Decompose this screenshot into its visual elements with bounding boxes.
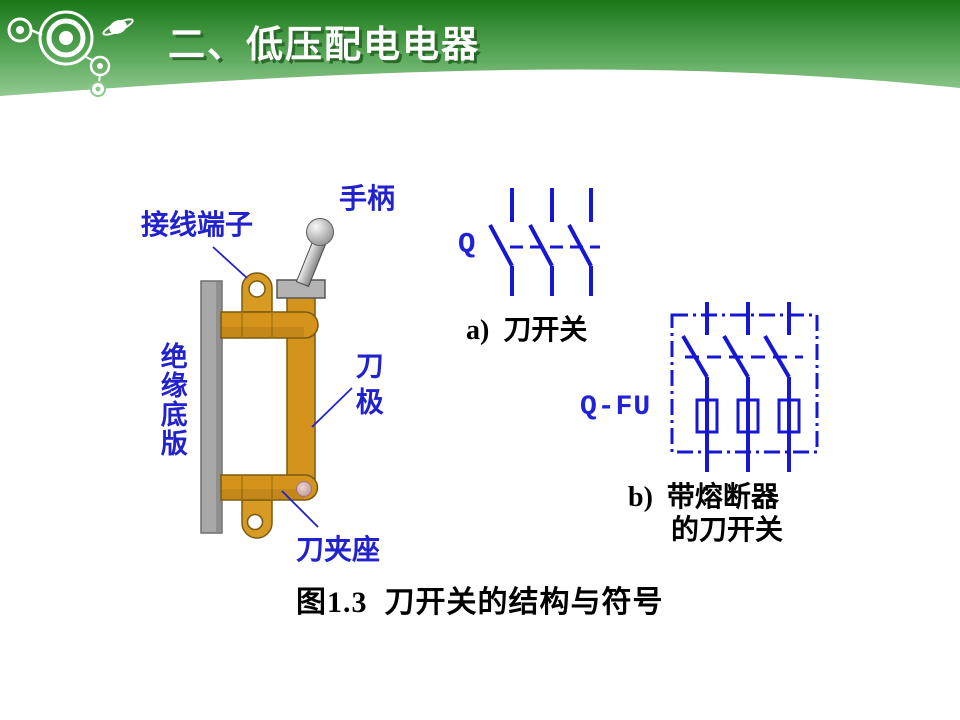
hinge-seams: [241, 312, 273, 500]
label-knife-pole: 刀极: [352, 351, 384, 423]
decorative-circles: [7, 10, 111, 97]
figure-caption: 图1.3 刀开关的结构与符号: [296, 586, 664, 619]
terminal-hole-top: [248, 280, 266, 298]
slide-title: 二、低压配电电器: [168, 24, 480, 65]
bar-shading-bottom: [222, 489, 304, 499]
insulating-base-bar: [200, 280, 223, 534]
copper-bar-bottom: [220, 474, 319, 501]
label-terminal: 接线端子: [141, 209, 254, 240]
pointer-knife-clamp: [281, 490, 319, 528]
header-banner: [0, 0, 960, 112]
pointer-knife-pole: [311, 387, 353, 428]
symbol-b-designation: Q-FU: [580, 392, 652, 423]
terminal-hole-bottom: [246, 513, 264, 531]
symbol-a-caption: a) 刀开关: [466, 315, 588, 346]
label-handle: 手柄: [339, 183, 396, 214]
symbol-b-caption-line2: 的刀开关: [671, 515, 784, 546]
handle-ball: [306, 218, 334, 246]
symbol-a-designation: Q: [458, 228, 476, 261]
label-knife-clamp: 刀夹座: [296, 534, 381, 565]
symbol-b-caption-line1: b) 带熔断器: [628, 482, 779, 513]
knife-switch-structure-diagram: [200, 218, 353, 539]
label-insulating-base: 绝缘底版: [156, 342, 187, 458]
copper-bar-top: [220, 311, 319, 339]
fuse-1: [695, 398, 719, 434]
symbol-a-poles: [488, 188, 593, 296]
clamp-pivot: [296, 481, 312, 497]
bar-shading-top: [222, 327, 304, 337]
pointer-lines: [212, 246, 353, 528]
symbol-b-poles: [681, 302, 791, 472]
fuse-2: [736, 398, 760, 434]
pointer-terminal: [212, 246, 248, 279]
enclosure-dash-dot-box: [670, 313, 819, 454]
knife-switch-symbol: [488, 188, 600, 296]
fused-knife-switch-symbol: [670, 302, 819, 472]
planet-icon: [102, 18, 134, 36]
header-curve-cutout: [0, 69, 960, 112]
fuse-elements: [695, 398, 801, 434]
fuse-3: [777, 398, 801, 434]
